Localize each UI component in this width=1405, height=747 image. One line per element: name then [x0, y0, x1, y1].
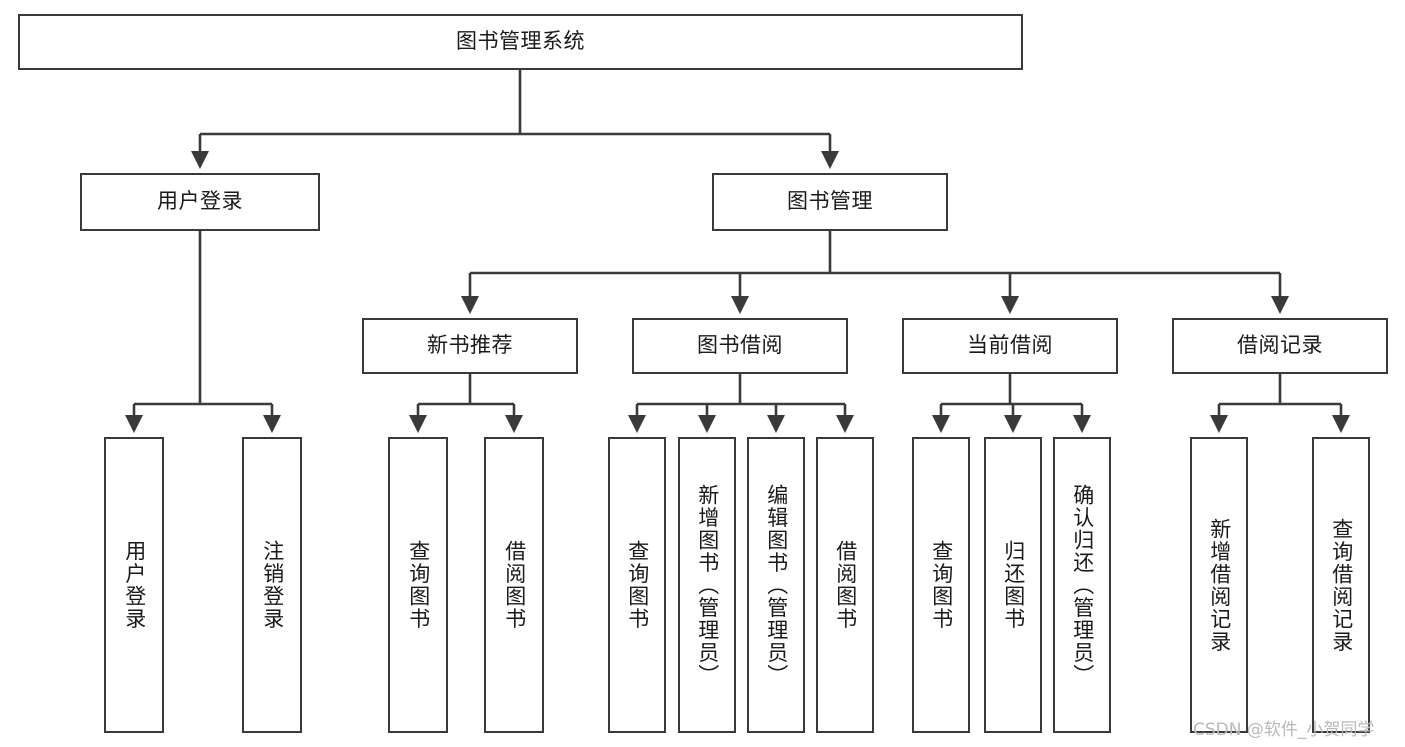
node-book-borrow[interactable]: 图书借阅	[632, 318, 848, 374]
leaf-borrow-book-1[interactable]: 借阅图书	[484, 437, 544, 733]
leaf-borrow-book-2[interactable]: 借阅图书	[816, 437, 874, 733]
leaf-query-book-3[interactable]: 查询图书	[912, 437, 970, 733]
node-new-book-rec[interactable]: 新书推荐	[362, 318, 578, 374]
node-new-book-rec-label: 新书推荐	[427, 333, 513, 358]
leaf-add-book-label: 新增图书（管理员）	[695, 483, 720, 687]
node-book-borrow-label: 图书借阅	[697, 333, 783, 358]
leaf-add-record-label: 新增借阅记录	[1207, 517, 1232, 653]
node-borrow-record-label: 借阅记录	[1237, 333, 1323, 358]
leaf-add-book[interactable]: 新增图书（管理员）	[678, 437, 736, 733]
leaf-edit-book[interactable]: 编辑图书（管理员）	[747, 437, 805, 733]
leaf-confirm-return-label: 确认归还（管理员）	[1070, 483, 1095, 687]
leaf-edit-book-label: 编辑图书（管理员）	[764, 483, 789, 687]
node-current-borrow[interactable]: 当前借阅	[902, 318, 1118, 374]
node-user-login[interactable]: 用户登录	[80, 173, 320, 231]
leaf-logout-label: 注销登录	[260, 540, 285, 630]
leaf-query-book-1[interactable]: 查询图书	[388, 437, 448, 733]
node-borrow-record[interactable]: 借阅记录	[1172, 318, 1388, 374]
leaf-query-book-2[interactable]: 查询图书	[608, 437, 666, 733]
leaf-query-book-1-label: 查询图书	[406, 540, 431, 630]
leaf-query-book-3-label: 查询图书	[929, 540, 954, 630]
leaf-query-record[interactable]: 查询借阅记录	[1312, 437, 1370, 733]
leaf-return-book-label: 归还图书	[1001, 540, 1026, 630]
node-book-manage[interactable]: 图书管理	[712, 173, 948, 231]
node-root-label: 图书管理系统	[456, 29, 585, 54]
node-root[interactable]: 图书管理系统	[18, 14, 1023, 70]
leaf-borrow-book-1-label: 借阅图书	[502, 540, 527, 630]
leaf-confirm-return[interactable]: 确认归还（管理员）	[1053, 437, 1111, 733]
leaf-user-login-label: 用户登录	[122, 540, 147, 630]
leaf-query-book-2-label: 查询图书	[625, 540, 650, 630]
node-book-manage-label: 图书管理	[787, 189, 873, 214]
leaf-logout[interactable]: 注销登录	[242, 437, 302, 733]
leaf-query-record-label: 查询借阅记录	[1329, 517, 1354, 653]
leaf-borrow-book-2-label: 借阅图书	[833, 540, 858, 630]
leaf-add-record[interactable]: 新增借阅记录	[1190, 437, 1248, 733]
leaf-user-login[interactable]: 用户登录	[104, 437, 164, 733]
leaf-return-book[interactable]: 归还图书	[984, 437, 1042, 733]
node-current-borrow-label: 当前借阅	[967, 333, 1053, 358]
node-user-login-label: 用户登录	[157, 189, 243, 214]
